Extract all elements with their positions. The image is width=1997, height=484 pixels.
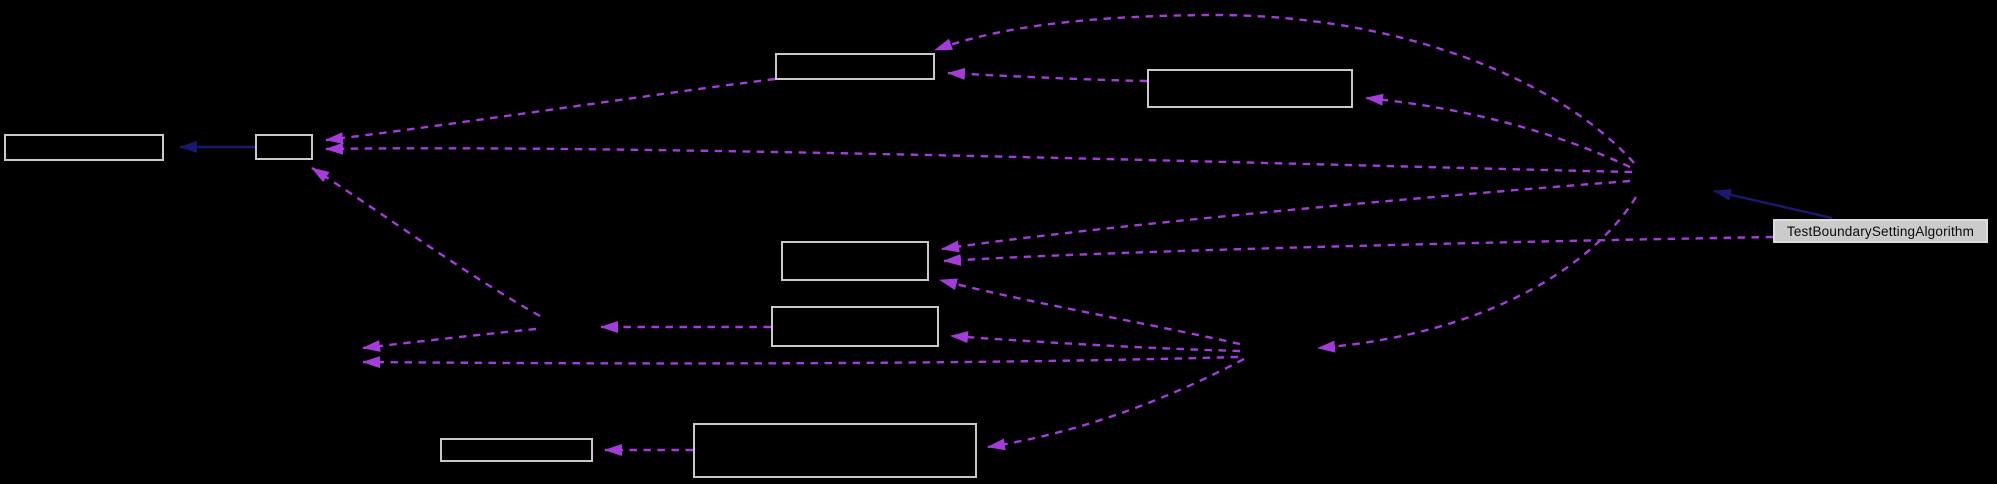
unlabeled-class-node-5[interactable] (781, 241, 929, 281)
usage-edge (1365, 93, 1631, 169)
usage-edge (325, 142, 1633, 174)
unlabeled-class-node-2[interactable] (255, 134, 313, 160)
usage-edge (311, 166, 541, 318)
usage-edge (1317, 196, 1638, 353)
main-class-node[interactable]: TestBoundarySettingAlgorithm (1773, 219, 1988, 243)
unlabeled-class-node-3[interactable] (775, 53, 935, 80)
usage-edge (325, 77, 776, 145)
usage-edge (941, 179, 1631, 253)
inheritance-edge (1713, 188, 1833, 220)
usage-edge (987, 357, 1245, 451)
usage-edge (950, 331, 1241, 353)
usage-edge (362, 327, 537, 352)
unlabeled-class-node-4[interactable] (1147, 69, 1353, 108)
usage-edge (939, 278, 1241, 346)
usage-edge (947, 67, 1148, 83)
usage-edge (362, 355, 1239, 369)
unlabeled-class-node-6[interactable] (771, 306, 939, 347)
unlabeled-class-node-1[interactable] (4, 134, 164, 161)
unlabeled-class-node-8[interactable] (693, 423, 977, 478)
usage-edge (934, 13, 1635, 164)
unlabeled-class-node-7[interactable] (440, 438, 593, 462)
usage-edge (943, 235, 1774, 266)
